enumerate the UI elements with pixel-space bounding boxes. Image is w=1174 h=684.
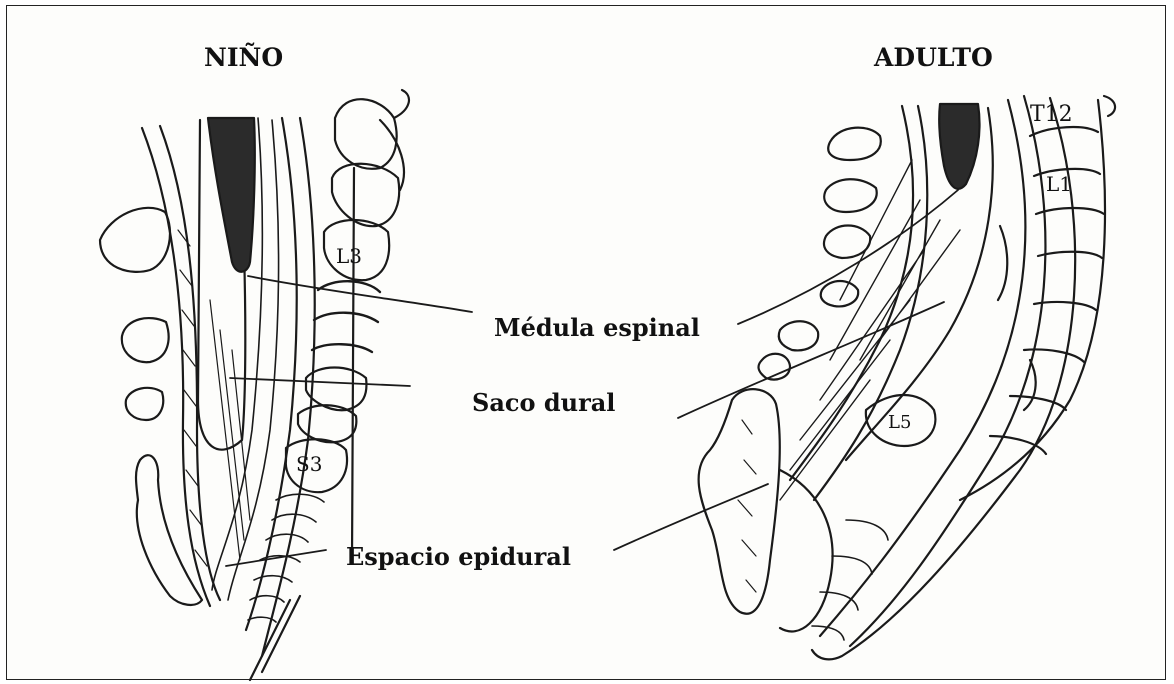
- vertebra-label-l1: L1: [1046, 174, 1072, 194]
- leader-line-saco-adult: [678, 302, 944, 418]
- vertebra-label-t12: T12: [1030, 104, 1073, 126]
- callout-espacio-epidural: Espacio epidural: [346, 545, 571, 569]
- child-spine-drawing: [100, 90, 409, 680]
- callout-medula-espinal: Médula espinal: [494, 316, 700, 340]
- panel-title-adult: ADULTO: [874, 45, 993, 70]
- panel-title-child: NIÑO: [204, 45, 283, 70]
- vertebra-label-l3: L3: [336, 246, 362, 266]
- vertebra-label-s3: S3: [296, 454, 322, 474]
- leader-line-epidural-adult: [614, 484, 768, 550]
- callout-saco-dural: Saco dural: [472, 391, 615, 415]
- vertebra-label-l5: L5: [888, 414, 911, 432]
